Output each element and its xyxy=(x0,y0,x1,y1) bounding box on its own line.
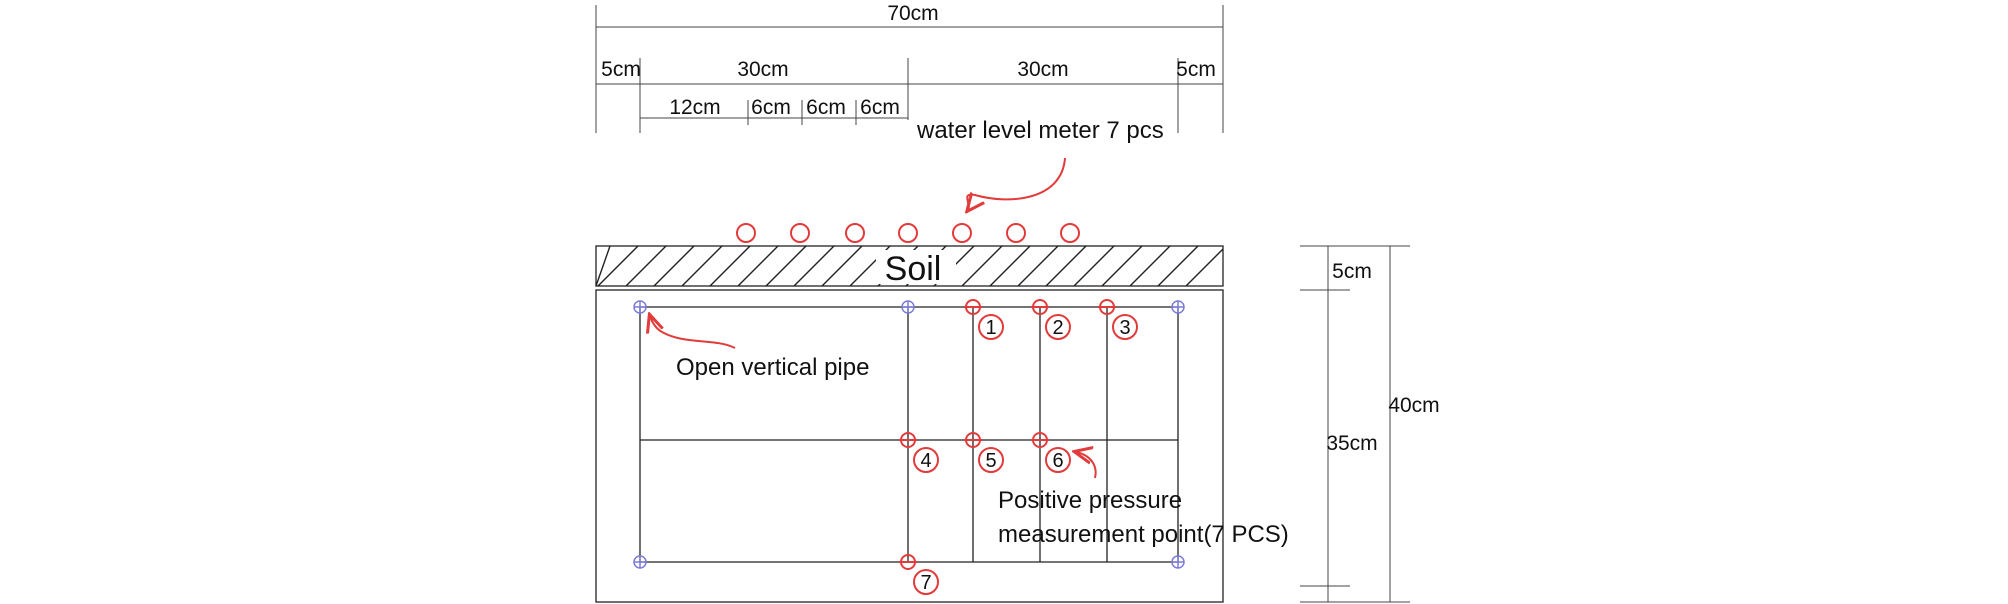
dim-seg-12: 12cm xyxy=(669,96,720,119)
dim-total-depth: 40cm xyxy=(1388,394,1439,417)
pipe-marker xyxy=(1171,300,1185,314)
soil-hatch-line xyxy=(961,245,1003,287)
water-level-meter xyxy=(952,223,972,243)
dim-body-depth: 35cm xyxy=(1326,432,1377,455)
soil-hatch-line xyxy=(625,245,667,287)
pipe-marker xyxy=(633,555,647,569)
pipe-marker xyxy=(901,300,915,314)
pressure-point-arrow xyxy=(1076,452,1097,479)
point-number-7: 7 xyxy=(920,572,931,594)
right-dimension-lines xyxy=(1300,245,1410,603)
pressure-point-label-2: measurement point(7 PCS) xyxy=(998,521,1289,548)
soil-label: Soil xyxy=(885,250,942,288)
pressure-point xyxy=(1031,299,1049,315)
pressure-point xyxy=(899,432,917,448)
pressure-point xyxy=(1098,299,1116,315)
water-level-meters xyxy=(736,223,1080,243)
pressure-point xyxy=(964,299,982,315)
dim-left-margin: 5cm xyxy=(601,58,641,81)
point-number-3: 3 xyxy=(1119,317,1130,339)
point-numbers: 1 2 3 4 5 6 7 xyxy=(913,314,1138,595)
water-level-meter xyxy=(790,223,810,243)
dim-seg-6c: 6cm xyxy=(860,96,900,119)
point-number-6: 6 xyxy=(1052,450,1063,472)
dim-right-half: 30cm xyxy=(1017,58,1068,81)
soil-hatch-line xyxy=(681,245,723,287)
top-dimension-lines xyxy=(595,5,1224,133)
soil-hatch-line xyxy=(989,245,1031,287)
open-pipe-label: Open vertical pipe xyxy=(676,354,869,381)
pressure-points xyxy=(899,299,1116,570)
soil-hatch-line xyxy=(1017,245,1059,287)
soil-hatch-line xyxy=(737,245,779,287)
soil-label-bg xyxy=(876,250,956,284)
water-level-meter xyxy=(736,223,756,243)
pressure-point xyxy=(964,432,982,448)
dim-left-half: 30cm xyxy=(737,58,788,81)
soil-hatch-line xyxy=(1101,245,1143,287)
soil-hatch-line xyxy=(793,245,835,287)
soil-hatch-line xyxy=(1157,245,1199,287)
soil-hatch-line xyxy=(821,245,863,287)
point-number-2: 2 xyxy=(1052,317,1063,339)
water-level-meter xyxy=(1006,223,1026,243)
dim-seg-6a: 6cm xyxy=(751,96,791,119)
pressure-point xyxy=(899,554,917,570)
water-level-meter xyxy=(898,223,918,243)
point-number-5: 5 xyxy=(985,450,996,472)
soil-hatch-line xyxy=(765,245,807,287)
soil-hatch-line xyxy=(653,245,695,287)
soil-hatch-line xyxy=(1185,248,1224,287)
point-number-4: 4 xyxy=(920,450,931,472)
pipe-marker xyxy=(1171,555,1185,569)
tank-body xyxy=(595,289,1224,603)
dim-seg-6b: 6cm xyxy=(806,96,846,119)
pressure-point xyxy=(1031,432,1049,448)
soil-hatch-line xyxy=(597,245,639,287)
soil-hatch-line xyxy=(709,245,751,287)
water-level-meter-label: water level meter 7 pcs xyxy=(916,117,1164,144)
dim-soil-depth: 5cm xyxy=(1332,260,1372,283)
pipe-marker xyxy=(633,300,647,314)
water-level-arrow xyxy=(967,157,1066,210)
open-pipe-arrow xyxy=(650,316,736,349)
soil-hatch-line xyxy=(1045,245,1087,287)
water-level-meter xyxy=(845,223,865,243)
dim-right-margin: 5cm xyxy=(1176,58,1216,81)
pressure-point-label-1: Positive pressure xyxy=(998,487,1182,514)
open-vertical-pipes xyxy=(633,300,1185,569)
soil-hatch-line xyxy=(1073,245,1115,287)
dim-total-width: 70cm xyxy=(887,2,938,25)
soil-hatch-line xyxy=(1129,245,1171,287)
point-number-1: 1 xyxy=(985,317,996,339)
water-level-meter xyxy=(1060,223,1080,243)
soil-hatch-line xyxy=(595,245,611,287)
